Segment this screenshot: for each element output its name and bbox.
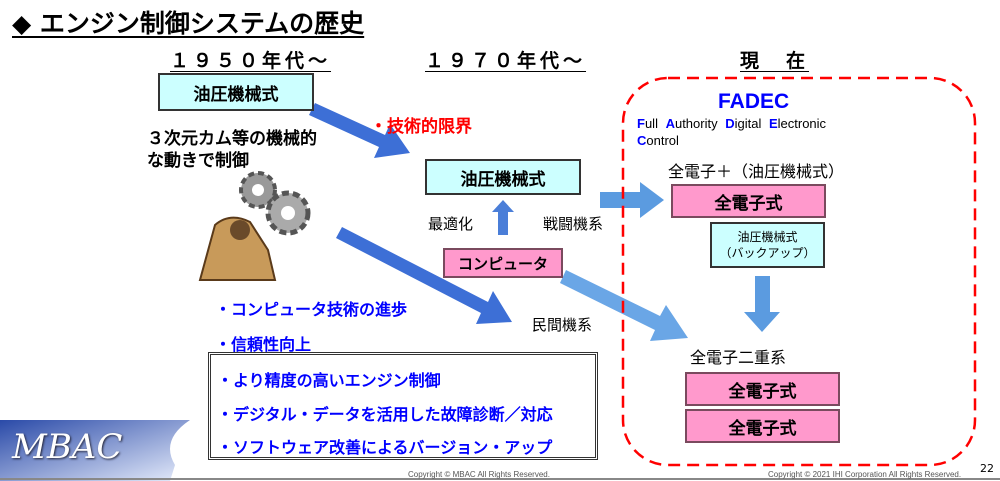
page-title: ◆ エンジン制御システムの歴史: [12, 9, 365, 38]
letter-d: D: [725, 116, 735, 131]
era-1950-header: １９５０年代～: [170, 50, 332, 72]
word-lectronic: lectronic: [777, 116, 827, 131]
fadec-expansion-line2: Control: [637, 133, 679, 148]
copyright-mbac: Copyright © MBAC All Rights Reserved.: [408, 470, 550, 479]
technical-limit-label: ・技術的限界: [370, 117, 472, 137]
dual-electronic-box-1: 全電子式: [685, 372, 840, 406]
arrow-limit: [309, 103, 410, 158]
word-ontrol: ontrol: [646, 133, 679, 148]
hydromechanical-1950-box: 油圧機械式: [158, 73, 314, 111]
letter-a: A: [665, 116, 675, 131]
benefits-box: ・より精度の高いエンジン制御 ・デジタル・データを活用した故障診断／対応 ・ソフ…: [208, 352, 598, 460]
letter-c: C: [637, 133, 647, 148]
letter-f: F: [637, 116, 645, 131]
page-number: 22: [980, 462, 994, 475]
fadec-title: FADEC: [718, 90, 790, 113]
military-label: 戦闘機系: [543, 215, 604, 233]
backup-box-line1: 油圧機械式: [737, 230, 798, 244]
word-ull: ull: [644, 116, 666, 131]
mbac-logo: MBAC: [12, 427, 123, 467]
dual-electronic-box-2: 全電子式: [685, 409, 840, 443]
word-uthority: uthority: [674, 116, 726, 131]
arrow-progress: [336, 227, 512, 324]
progress-item-reliability: ・信頼性向上: [215, 335, 312, 354]
benefit-item: ・デジタル・データを活用した故障診断／対応: [217, 405, 553, 424]
progress-item-computer: ・コンピュータ技術の進歩: [215, 300, 408, 319]
era-1970-header: １９７０年代～: [425, 50, 587, 72]
letter-e: E: [768, 116, 778, 131]
benefit-item: ・より精度の高いエンジン制御: [217, 371, 441, 390]
copyright-ihi: Copyright © 2021 IHI Corporation All Rig…: [768, 470, 962, 479]
arrow-optimize-up: [492, 200, 514, 235]
arrow-military: [600, 182, 664, 218]
word-igital: igital: [734, 116, 769, 131]
mechanical-description-line1: ３次元カム等の機械的: [147, 129, 317, 149]
backup-box-line2: （バックアップ）: [719, 246, 816, 260]
hydromechanical-1970-box: 油圧機械式: [425, 159, 581, 195]
fadec-expansion-line1: Full Authority Digital Electronic: [637, 116, 826, 131]
gears-worker-illustration: [198, 171, 311, 281]
mbac-logo-background: [0, 420, 190, 481]
civil-label: 民間機系: [532, 316, 593, 334]
era-current-header: 現 在: [740, 50, 810, 72]
optimize-label: 最適化: [428, 215, 474, 233]
benefit-item: ・ソフトウェア改善によるバージョン・アップ: [217, 438, 553, 457]
mechanical-description-line2: な動きで制御: [147, 151, 249, 171]
hybrid-label: 全電子＋（油圧機械式）: [668, 162, 845, 181]
full-electronic-box: 全電子式: [671, 184, 826, 218]
computer-box: コンピュータ: [443, 248, 563, 278]
fadec-dashed-border: [621, 76, 977, 467]
dual-system-label: 全電子二重系: [690, 348, 787, 367]
arrow-down-dual: [744, 276, 780, 332]
backup-hydromechanical-box: 油圧機械式 （バックアップ）: [710, 222, 825, 268]
